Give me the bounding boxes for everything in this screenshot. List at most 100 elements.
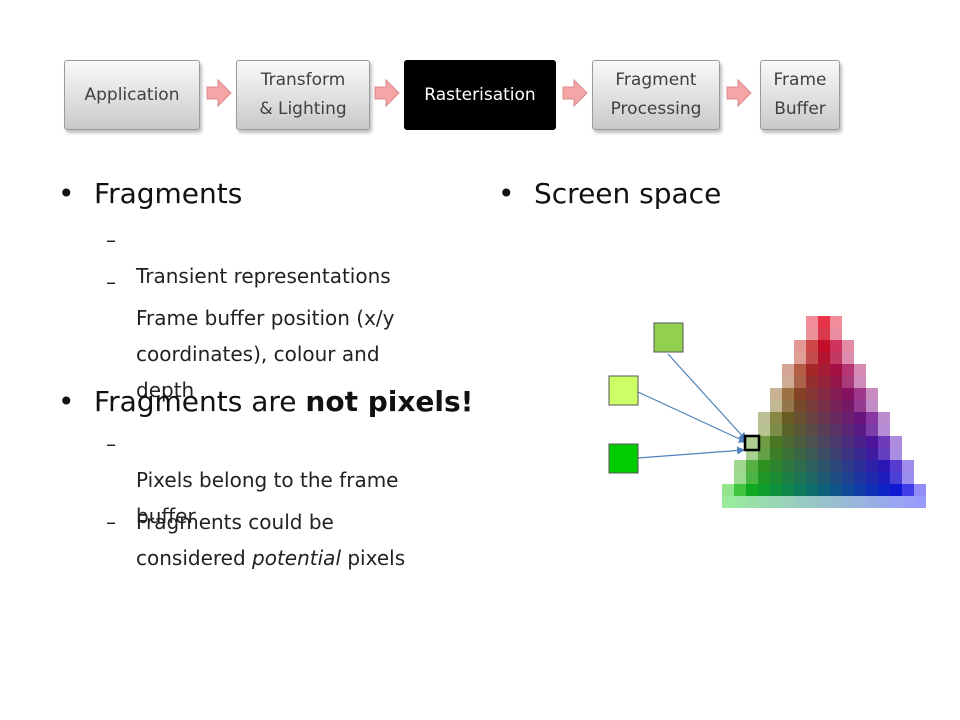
triangle-pixel	[866, 400, 878, 412]
triangle-pixel	[770, 472, 782, 484]
triangle-pixel	[914, 484, 926, 496]
triangle-pixel	[794, 424, 806, 436]
triangle-pixel	[806, 352, 818, 364]
stage-transform-lighting: Transform & Lighting	[236, 60, 370, 130]
triangle-pixel	[866, 460, 878, 472]
triangle-pixel	[854, 364, 866, 376]
triangle-pixel	[818, 340, 830, 352]
triangle-pixel	[782, 436, 794, 448]
triangle-pixel	[842, 496, 854, 508]
stage-rasterisation: Rasterisation	[404, 60, 556, 130]
triangle-pixel	[830, 484, 842, 496]
triangle-pixel	[878, 448, 890, 460]
triangle-pixel	[818, 448, 830, 460]
triangle-pixel	[854, 400, 866, 412]
triangle-pixel	[794, 448, 806, 460]
pipeline-arrow-icon	[726, 78, 752, 108]
triangle-pixel	[770, 448, 782, 460]
triangle-pixel	[770, 496, 782, 508]
triangle-pixel	[842, 436, 854, 448]
triangle-pixel	[866, 424, 878, 436]
triangle-pixel	[782, 496, 794, 508]
triangle-pixel	[758, 412, 770, 424]
triangle-pixel	[854, 472, 866, 484]
triangle-pixel	[854, 436, 866, 448]
triangle-pixel	[770, 388, 782, 400]
triangle-pixel	[854, 460, 866, 472]
triangle-pixel	[794, 364, 806, 376]
triangle-pixel	[902, 484, 914, 496]
triangle-pixel	[758, 496, 770, 508]
triangle-pixel	[782, 448, 794, 460]
stage-rasterisation-label: Rasterisation	[424, 84, 536, 105]
triangle-pixel	[770, 484, 782, 496]
triangle-pixel	[782, 364, 794, 376]
stage-frame-buffer-label: Frame Buffer	[773, 70, 827, 119]
triangle-pixel	[806, 376, 818, 388]
pipeline-arrow-icon	[374, 78, 400, 108]
triangle-pixel	[854, 496, 866, 508]
triangle-pixel	[782, 412, 794, 424]
triangle-pixel	[794, 460, 806, 472]
triangle-pixel	[818, 424, 830, 436]
bullet-not-pixels: Fragments are not pixels!	[58, 384, 473, 420]
triangle-pixel	[818, 412, 830, 424]
bullet-fragments: Fragments	[58, 176, 242, 212]
triangle-pixel	[794, 400, 806, 412]
triangle-pixel	[890, 436, 902, 448]
triangle-pixel	[866, 388, 878, 400]
triangle-pixel	[830, 472, 842, 484]
triangle-pixel	[830, 376, 842, 388]
triangle-pixel	[794, 352, 806, 364]
triangle-pixel	[842, 376, 854, 388]
triangle-pixel	[782, 484, 794, 496]
triangle-pixel	[746, 496, 758, 508]
triangle-pixel	[842, 340, 854, 352]
triangle-pixel	[818, 472, 830, 484]
triangle-pixel	[866, 436, 878, 448]
triangle-pixel	[746, 472, 758, 484]
triangle-pixel	[878, 436, 890, 448]
triangle-pixel	[854, 484, 866, 496]
triangle-pixel	[914, 496, 926, 508]
triangle-pixel	[830, 340, 842, 352]
triangle-pixel	[902, 472, 914, 484]
triangle-pixel	[806, 448, 818, 460]
triangle-pixel	[794, 472, 806, 484]
triangle-pixel	[818, 400, 830, 412]
triangle-pixel	[758, 460, 770, 472]
triangle-pixel	[770, 400, 782, 412]
triangle-pixel	[722, 484, 734, 496]
triangle-pixel	[830, 364, 842, 376]
stage-fragment-processing: Fragment Processing	[592, 60, 720, 130]
triangle-pixel	[830, 424, 842, 436]
stage-application: Application	[64, 60, 200, 130]
triangle-pixel	[818, 436, 830, 448]
triangle-pixel	[818, 496, 830, 508]
triangle-pixel	[890, 472, 902, 484]
triangle-pixel	[758, 472, 770, 484]
triangle-pixel	[806, 472, 818, 484]
triangle-pixel	[842, 388, 854, 400]
triangle-pixel	[818, 352, 830, 364]
triangle-pixel	[806, 484, 818, 496]
stage-fragment-processing-label: Fragment Processing	[610, 70, 702, 119]
triangle-pixel	[782, 388, 794, 400]
triangle-pixel	[758, 484, 770, 496]
triangle-pixel	[878, 484, 890, 496]
triangle-pixel	[890, 496, 902, 508]
triangle-pixel	[758, 448, 770, 460]
fragment-arrow	[667, 353, 747, 441]
triangle-pixel	[818, 388, 830, 400]
triangle-pixel	[818, 364, 830, 376]
triangle-pixel	[854, 376, 866, 388]
triangle-pixel	[830, 460, 842, 472]
triangle-pixel	[878, 460, 890, 472]
bullet-not-pixels-text: Fragments are	[94, 385, 306, 418]
triangle-pixel	[794, 340, 806, 352]
triangle-pixel	[794, 436, 806, 448]
pipeline-arrow-icon	[562, 78, 588, 108]
triangle-pixel	[806, 424, 818, 436]
sub-potential-text-end: pixels	[341, 546, 406, 570]
triangle-pixel	[794, 412, 806, 424]
